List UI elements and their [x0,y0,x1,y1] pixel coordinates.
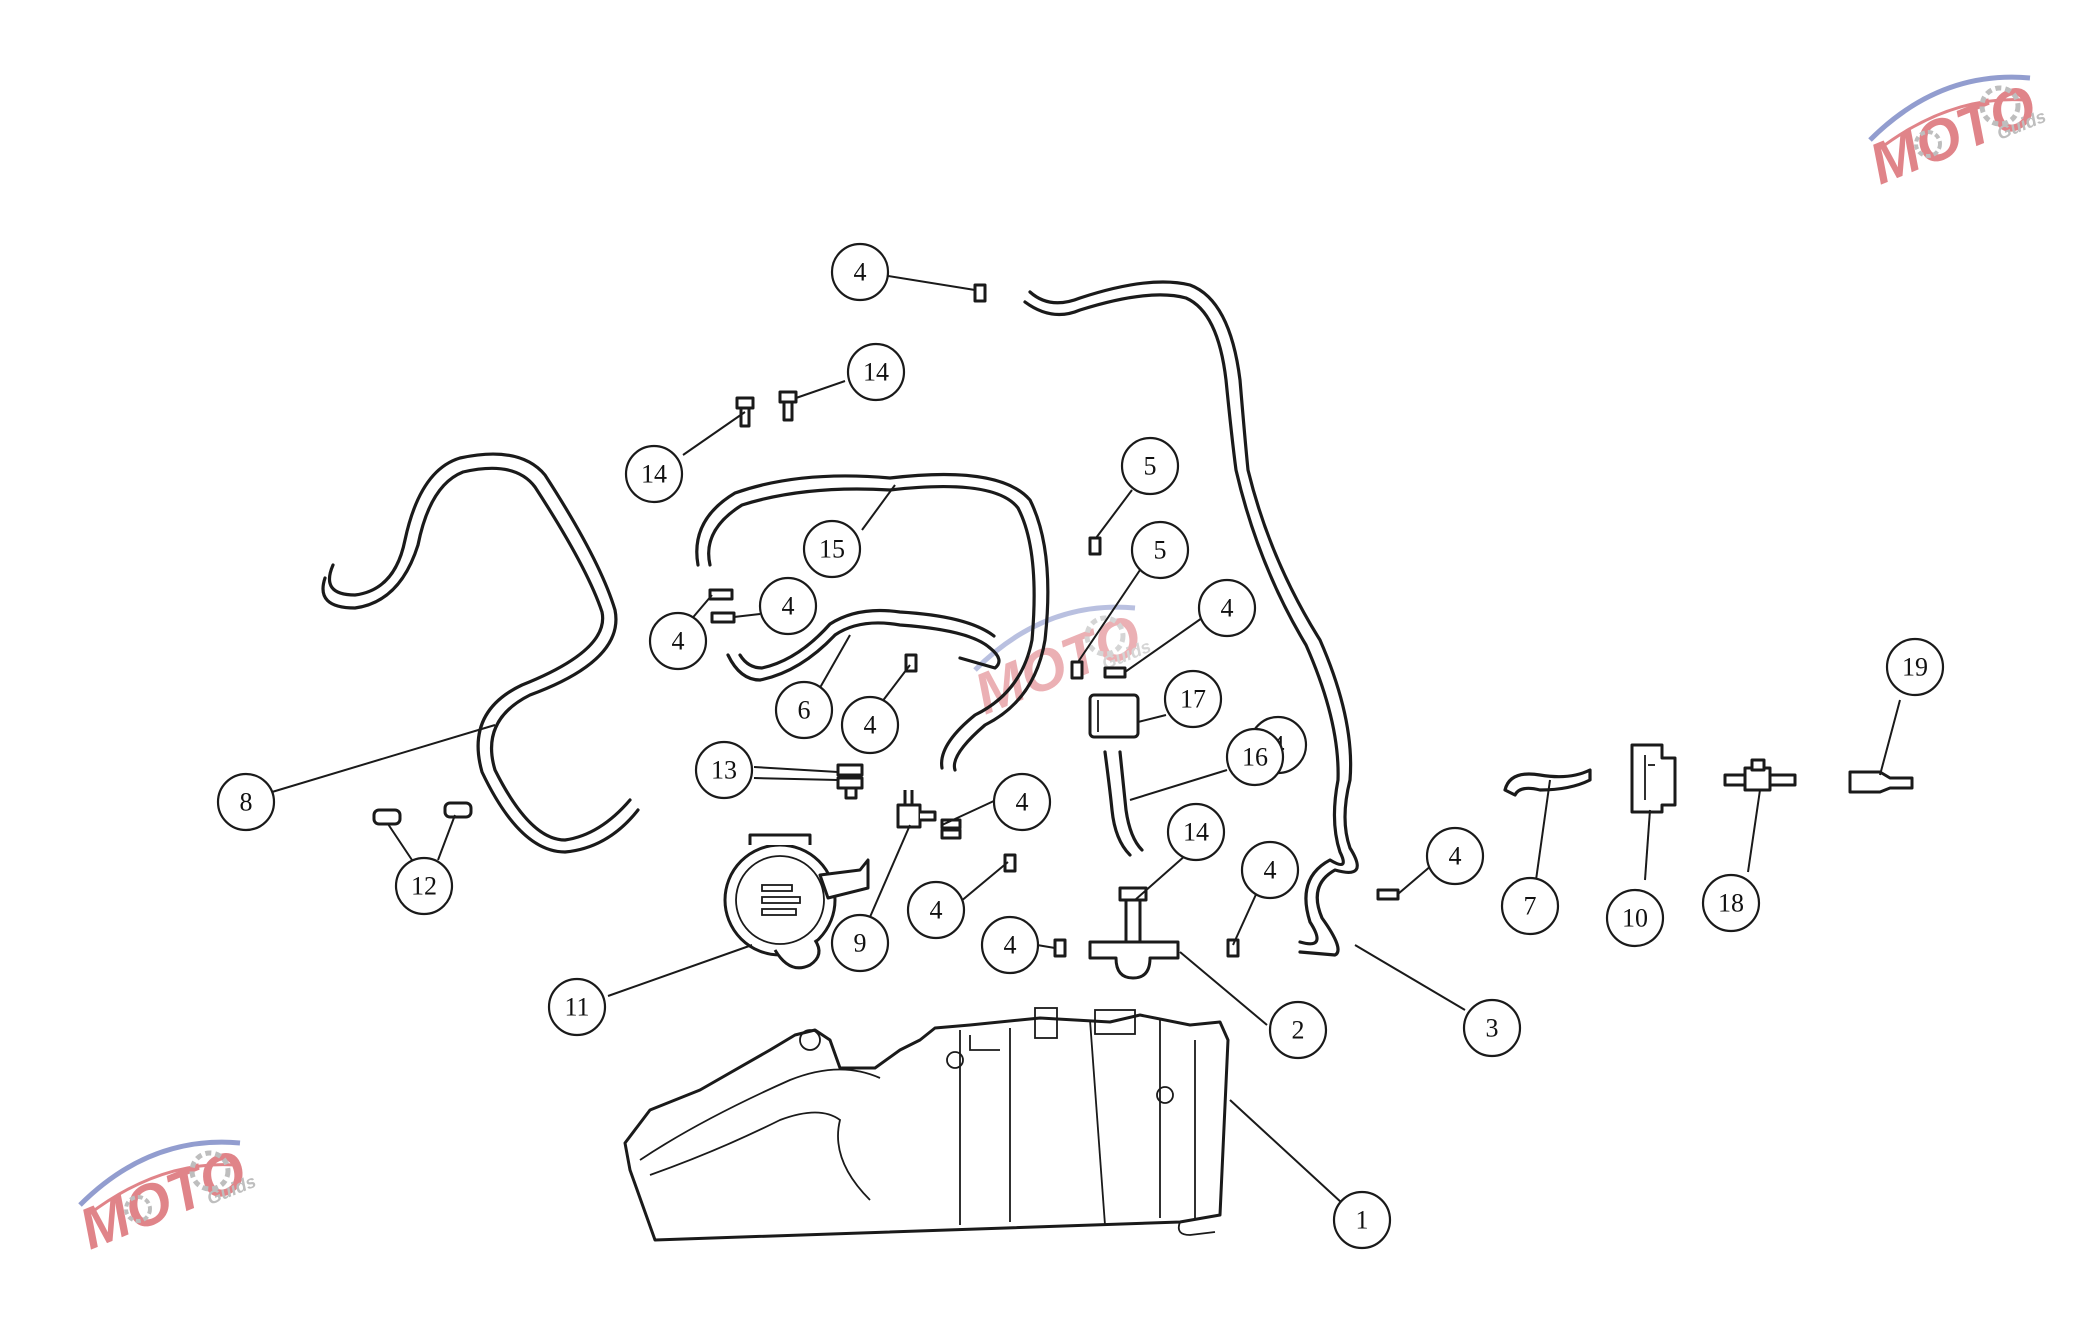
svg-text:12: 12 [411,872,437,901]
callout-4: 4 [1197,578,1257,638]
connector-part [1848,770,1914,794]
callout-9: 9 [830,913,890,973]
svg-text:4: 4 [1004,931,1017,960]
callout-2: 2 [1268,1000,1328,1060]
svg-text:4: 4 [864,711,877,740]
callout-10: 10 [1605,888,1665,948]
svg-text:4: 4 [854,258,867,287]
svg-text:10: 10 [1622,904,1648,933]
grommets-part [372,801,473,826]
callout-6: 6 [774,680,834,740]
airbox-housing-part [623,1007,1230,1242]
clamp-13-part [836,763,864,800]
svg-text:3: 3 [1486,1014,1499,1043]
callout-16: 16 [1225,727,1285,787]
svg-text:11: 11 [564,993,589,1022]
inline-fitting-part [1723,758,1797,792]
callout-4: 4 [830,242,890,302]
callout-14: 14 [1166,802,1226,862]
svg-text:9: 9 [854,929,867,958]
callout-8: 8 [216,772,276,832]
t-fitting-part [1088,886,1180,980]
callout-17: 17 [1163,669,1223,729]
callout-11: 11 [547,977,607,1037]
loop-hose-part-inner [321,466,640,854]
svg-text:7: 7 [1524,892,1537,921]
svg-text:4: 4 [1016,788,1029,817]
callout-4: 4 [1240,840,1300,900]
svg-text:4: 4 [782,592,795,621]
bracket-part [1630,743,1677,814]
svg-text:4: 4 [1449,842,1462,871]
callout-12: 12 [394,856,454,916]
canister-part [723,833,870,970]
callout-19: 19 [1885,637,1945,697]
callout-18: 18 [1701,873,1761,933]
long-breather-hose-part-inner [1023,293,1345,946]
clip-5-part [1070,536,1102,680]
svg-text:19: 19 [1902,653,1928,682]
callout-4: 4 [906,880,966,940]
svg-text:6: 6 [798,696,811,725]
svg-text:4: 4 [1264,856,1277,885]
callout-14: 14 [846,342,906,402]
svg-text:14: 14 [863,358,889,387]
svg-text:5: 5 [1154,536,1167,565]
callout-4: 4 [758,576,818,636]
svg-text:4: 4 [930,896,943,925]
svg-text:13: 13 [711,756,737,785]
callout-4: 4 [1425,826,1485,886]
bolt-part [735,390,798,428]
callout-4: 4 [980,915,1040,975]
svg-text:8: 8 [240,788,253,817]
moto-guids-logo-bottom-left: MOTO Guids [71,1137,259,1262]
small-hose-part [726,621,1001,682]
svg-text:4: 4 [672,627,685,656]
sleeve-part [1088,693,1140,739]
callout-4: 4 [840,695,900,755]
short-hose-part [1103,750,1132,857]
svg-text:4: 4 [1221,594,1234,623]
callout-3: 3 [1462,998,1522,1058]
arc-hose-part-inner [707,485,1036,770]
svg-text:15: 15 [819,535,845,564]
callout-7: 7 [1500,876,1560,936]
svg-text:18: 18 [1718,889,1744,918]
loop-hose-part [327,452,632,842]
callout-15: 15 [802,519,862,579]
svg-text:1: 1 [1356,1206,1369,1235]
callout-5: 5 [1130,520,1190,580]
arc-hose-part [695,472,1050,772]
svg-text:5: 5 [1144,452,1157,481]
svg-text:2: 2 [1292,1016,1305,1045]
callout-13: 13 [694,740,754,800]
short-hose-part-inner [1118,750,1144,852]
callout-4: 4 [648,611,708,671]
long-breather-hose-part [1028,280,1359,957]
small-hose-part-inner [738,608,996,670]
callout-14: 14 [624,444,684,504]
check-valve-part [896,790,937,829]
svg-text:17: 17 [1180,685,1206,714]
elbow-hose-part [1503,768,1592,797]
svg-text:16: 16 [1242,743,1268,772]
svg-text:14: 14 [1183,818,1209,847]
svg-text:14: 14 [641,460,667,489]
callout-1: 1 [1332,1190,1392,1250]
callout-5: 5 [1120,436,1180,496]
moto-guids-logo-top-right: MOTO Guids [1861,72,2049,197]
callout-4: 4 [992,772,1052,832]
